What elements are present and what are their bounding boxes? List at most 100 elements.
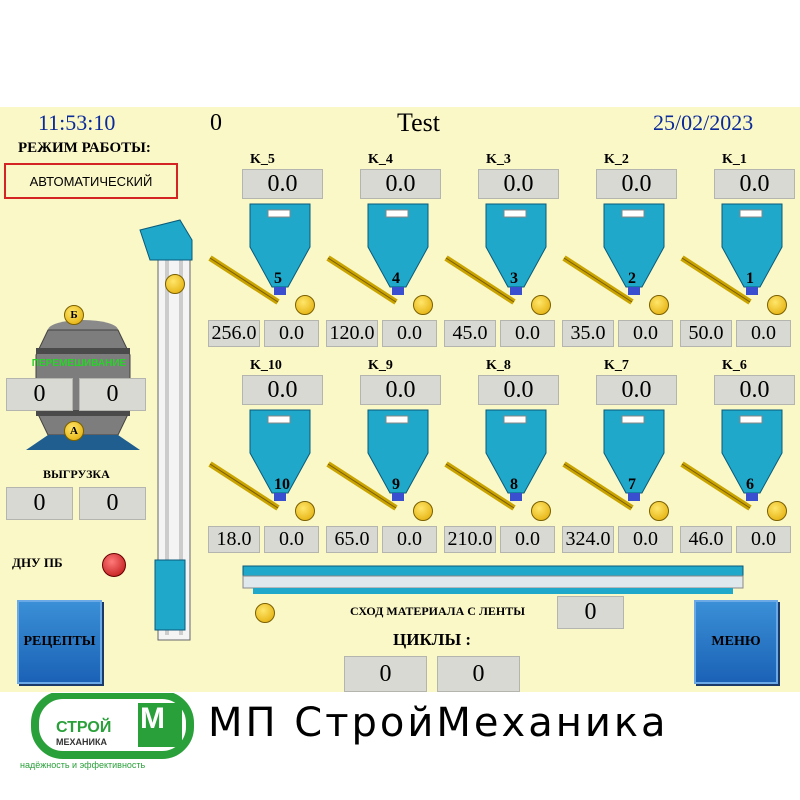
bin-weight: 0.0 [478,375,559,405]
feeder-indicator [531,295,551,315]
bin-weight: 0.0 [478,169,559,199]
feeder-indicator [767,501,787,521]
bin-weight: 0.0 [242,375,323,405]
hopper-graphic [444,409,547,511]
bin-target: 46.0 [680,526,732,553]
bin-label: K_9 [368,358,393,373]
mixer-status: ПЕРЕМЕШИВАНИЕ [31,358,127,369]
bin-actual: 0.0 [264,320,319,347]
hopper-graphic [444,203,547,305]
feeder-indicator [413,501,433,521]
bin-target: 65.0 [326,526,378,553]
bin-actual: 0.0 [382,320,437,347]
hopper-number: 10 [274,476,290,493]
bin-weight: 0.0 [714,375,795,405]
bucket-elevator-graphic [139,219,193,641]
feeder-indicator [531,501,551,521]
bin-label: K_10 [250,358,282,373]
hopper-number: 1 [746,270,754,287]
belt-label: СХОД МАТЕРИАЛА С ЛЕНТЫ [350,604,526,618]
brand-slogan: надёжность и эффективность [20,760,146,770]
bin-actual: 0.0 [382,526,437,553]
bin-weight: 0.0 [242,169,323,199]
bin-target: 210.0 [444,526,496,553]
feeder-indicator [295,501,315,521]
recipes-button[interactable]: РЕЦЕПТЫ [17,600,102,684]
cycles-value-right: 0 [437,656,520,692]
bottom-sensor-label: ДНУ ПБ [12,555,63,570]
marker-b-label: Б [70,309,78,321]
clock-time: 11:53:10 [38,110,116,135]
brand-logo [31,693,194,759]
brand-name: МП СтройМеханика [208,700,669,746]
feeder-indicator [413,295,433,315]
bin-label: K_5 [250,152,275,167]
hopper-number: 4 [392,270,400,287]
bin-actual: 0.0 [500,526,555,553]
hopper-graphic [208,409,311,511]
hopper-number: 3 [510,270,518,287]
mode-value[interactable]: АВТОМАТИЧЕСКИЙ [4,163,178,199]
bin-target: 120.0 [326,320,378,347]
logo-letter: М [140,702,165,735]
elevator-indicator [165,274,185,294]
belt-indicator [255,603,275,623]
mixer-value-left: 0 [6,378,73,411]
hopper-number: 9 [392,476,400,493]
marker-b-indicator: Б [64,305,84,325]
bottom-sensor-led [102,553,126,577]
bin-actual: 0.0 [618,526,673,553]
logo-top-text: СТРОЙ [56,719,112,736]
bin-actual: 0.0 [736,526,791,553]
hopper-number: 2 [628,270,636,287]
bin-actual: 0.0 [736,320,791,347]
conveyor-belt-graphic [242,565,744,594]
hopper-number: 5 [274,270,282,287]
bin-actual: 0.0 [500,320,555,347]
marker-a-indicator: А [64,421,84,441]
hopper-graphic [680,409,783,511]
bin-label: K_4 [368,152,393,167]
logo-bottom-text: МЕХАНИКА [56,737,107,747]
mode-label: РЕЖИМ РАБОТЫ: [18,140,151,156]
page-title: Test [397,108,440,137]
marker-a-label: А [70,425,78,437]
bin-weight: 0.0 [360,169,441,199]
feeder-indicator [649,501,669,521]
bin-label: K_3 [486,152,511,167]
bin-target: 18.0 [208,526,260,553]
unload-value-right: 0 [79,487,146,520]
hopper-graphic [326,409,429,511]
hopper-number: 7 [628,476,636,493]
mixer-value-right: 0 [79,378,146,411]
bin-weight: 0.0 [596,169,677,199]
cycles-label: ЦИКЛЫ : [393,630,472,649]
feeder-indicator [649,295,669,315]
cycles-value-left: 0 [344,656,427,692]
feeder-indicator [767,295,787,315]
hopper-graphic [208,203,311,305]
feeder-indicator [295,295,315,315]
hopper-graphic [326,203,429,305]
bin-weight: 0.0 [596,375,677,405]
bin-label: K_2 [604,152,629,167]
hopper-number: 8 [510,476,518,493]
bin-weight: 0.0 [714,169,795,199]
bin-target: 35.0 [562,320,614,347]
bin-target: 256.0 [208,320,260,347]
bin-actual: 0.0 [618,320,673,347]
cycle-counter: 0 [210,110,222,136]
menu-button[interactable]: МЕНЮ [694,600,778,684]
hopper-number: 6 [746,476,754,493]
hopper-graphic [562,203,665,305]
bin-target: 324.0 [562,526,614,553]
bin-label: K_1 [722,152,747,167]
hopper-graphic [562,409,665,511]
unload-label: ВЫГРУЗКА [43,467,110,481]
bin-label: K_7 [604,358,629,373]
bin-label: K_6 [722,358,747,373]
bin-target: 50.0 [680,320,732,347]
bin-label: K_8 [486,358,511,373]
bin-weight: 0.0 [360,375,441,405]
unload-value-left: 0 [6,487,73,520]
